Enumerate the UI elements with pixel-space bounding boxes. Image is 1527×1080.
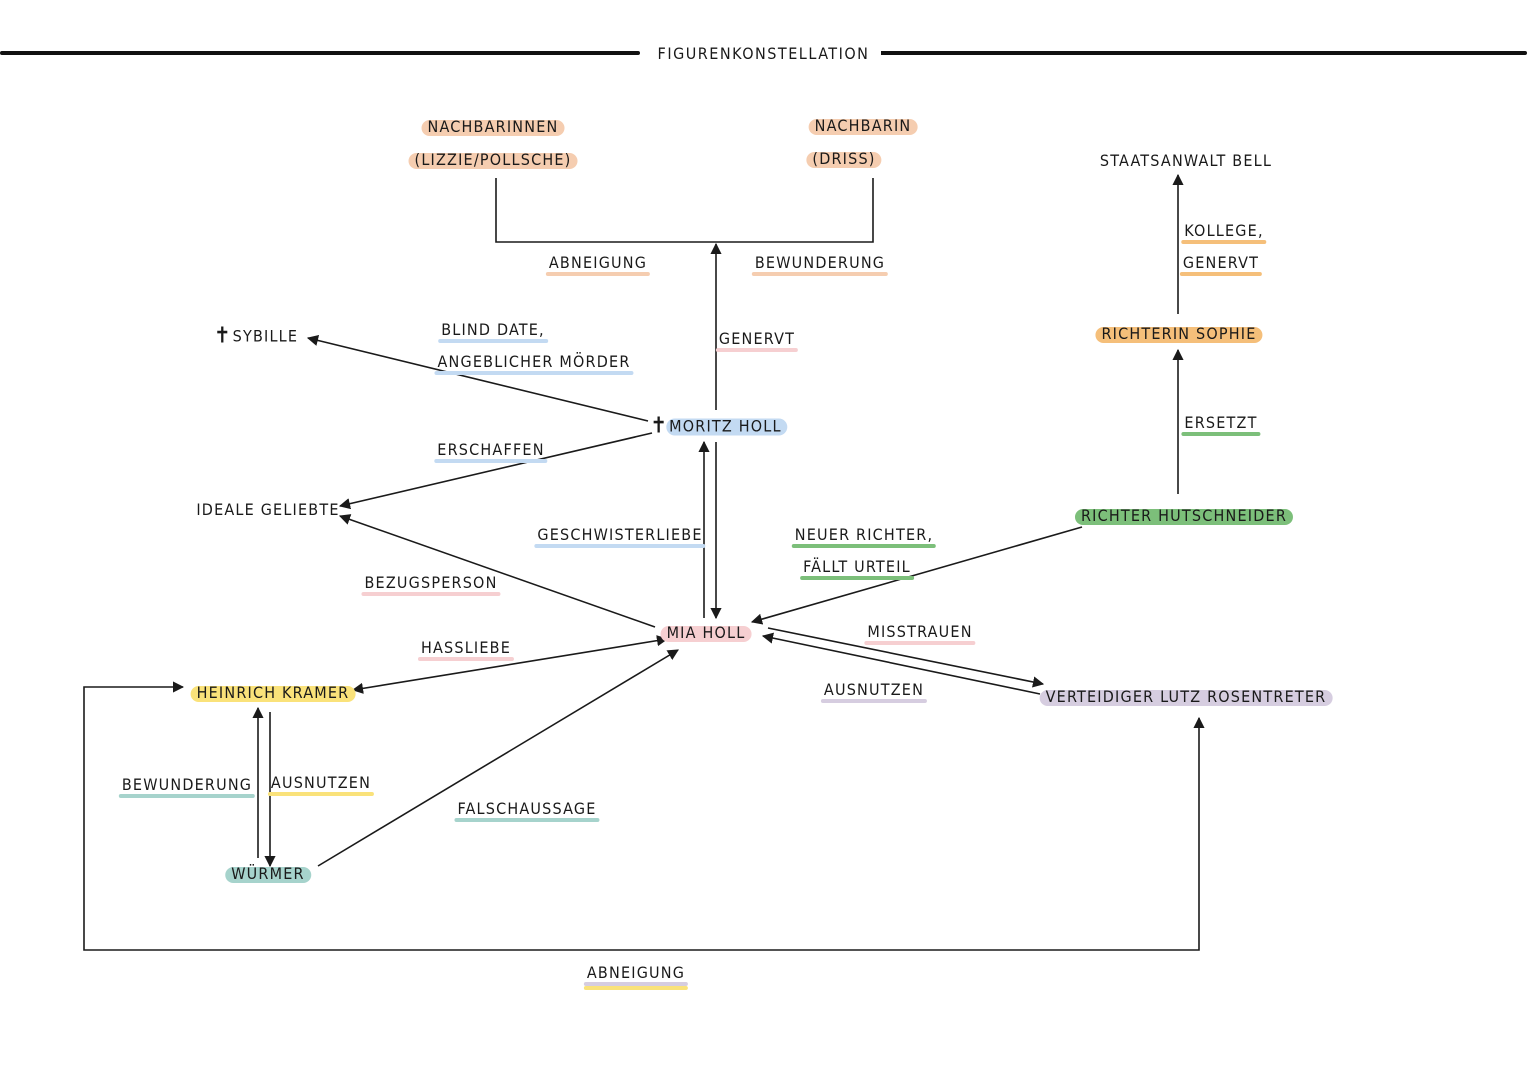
node-ideale-geliebte: IDEALE GELIEBTE bbox=[196, 500, 340, 519]
line-kramer-verteidiger-loop bbox=[83, 681, 1205, 951]
title-rule-left bbox=[0, 51, 640, 55]
line-moritz-to-sybille bbox=[306, 334, 649, 422]
label-bewunderung-neighbour: BEWUNDERUNG bbox=[751, 253, 889, 276]
highlight bbox=[1095, 327, 1263, 343]
cross-icon: ✝ bbox=[213, 323, 232, 349]
highlight bbox=[190, 686, 356, 702]
line-wuermer-to-mia bbox=[317, 649, 679, 867]
highlight bbox=[806, 152, 882, 168]
cross-icon: ✝ bbox=[650, 413, 669, 439]
label-misstrauen: MISSTRAUEN bbox=[864, 622, 976, 645]
node-verteidiger: VERTEIDIGER LUTZ ROSENTRETER bbox=[1039, 687, 1333, 707]
label-bewunderung-wuermer: BEWUNDERUNG bbox=[118, 775, 256, 798]
node-kramer: HEINRICH KRAMER bbox=[190, 683, 356, 703]
label-blind-date: BLIND DATE, bbox=[438, 320, 548, 343]
node-nachbarin: NACHBARIN bbox=[808, 116, 918, 136]
highlight bbox=[1039, 690, 1333, 706]
line-moritz-to-ideale bbox=[338, 432, 653, 510]
highlight bbox=[421, 120, 565, 136]
highlight bbox=[660, 626, 752, 642]
label-falschaussage: FALSCHAUSSAGE bbox=[454, 799, 600, 822]
node-richterin: RICHTERIN SOPHIE bbox=[1095, 324, 1263, 344]
node-nachbarinnen: NACHBARINNEN bbox=[421, 117, 565, 137]
node-staatsanwalt: STAATSANWALT BELL bbox=[1099, 151, 1273, 170]
line-mia-to-verteidiger bbox=[767, 627, 1045, 688]
label-bezugsperson: BEZUGSPERSON bbox=[361, 573, 501, 596]
label-ausnutzen-verteidiger: AUSNUTZEN bbox=[820, 680, 928, 703]
label-kollege: KOLLEGE, bbox=[1181, 221, 1267, 244]
highlight bbox=[408, 153, 578, 169]
node-mia: MIA HOLL bbox=[660, 623, 752, 643]
node-moritz: ✝MORITZ HOLL bbox=[644, 413, 788, 439]
label-faellt-urteil: FÄLLT URTEIL bbox=[800, 557, 914, 580]
label-angeblicher-moerder: ANGEBLICHER MÖRDER bbox=[434, 352, 634, 375]
line-mia-to-ideale bbox=[338, 514, 656, 628]
highlight bbox=[808, 119, 918, 135]
highlight bbox=[666, 418, 788, 436]
highlight bbox=[225, 867, 311, 883]
line-neighbours-bracket bbox=[495, 178, 874, 243]
highlight bbox=[1074, 509, 1294, 525]
node-nachbarin-name: (DRISS) bbox=[806, 149, 882, 169]
node-wuermer: WÜRMER bbox=[225, 864, 311, 884]
label-neuer-richter: NEUER RICHTER, bbox=[791, 525, 937, 548]
label-abneigung-neighbours: ABNEIGUNG bbox=[545, 253, 651, 276]
label-hassliebe: HASSLIEBE bbox=[417, 638, 515, 661]
line-hutschneider-to-mia bbox=[750, 526, 1083, 625]
node-hutschneider: RICHTER HUTSCHNEIDER bbox=[1074, 506, 1294, 526]
node-nachbarinnen-names: (LIZZIE/POLLSCHE) bbox=[408, 150, 578, 170]
diagram-title: FIGURENKONSTELLATION bbox=[0, 44, 1527, 63]
label-genervt-staatsanwalt: GENERVT bbox=[1179, 253, 1263, 276]
label-abneigung-loop: ABNEIGUNG bbox=[583, 963, 689, 990]
label-ausnutzen-kramer: AUSNUTZEN bbox=[267, 773, 375, 796]
label-ersetzt: ERSETZT bbox=[1181, 413, 1261, 436]
label-genervt-center: GENERVT bbox=[715, 329, 799, 352]
label-geschwisterliebe: GESCHWISTERLIEBE bbox=[534, 525, 706, 548]
label-erschaffen: ERSCHAFFEN bbox=[434, 440, 548, 463]
node-sybille: ✝SYBILLE bbox=[213, 323, 299, 349]
title-rule-right bbox=[858, 51, 1527, 55]
